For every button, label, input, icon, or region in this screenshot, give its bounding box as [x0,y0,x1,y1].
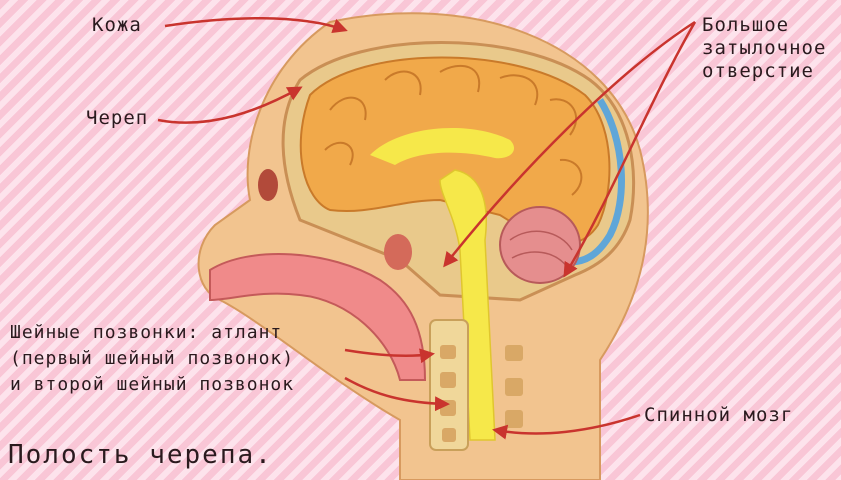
arrow-skin [165,18,345,30]
pituitary-region [384,234,412,270]
label-skull: Череп [86,107,148,130]
label-foramen-magnum: Большое затылочное отверстие [702,14,826,83]
label-skin: Кожа [92,14,142,37]
label-foramen-line-3: отверстие [702,60,826,83]
caption: Полость черепа. [8,440,273,470]
label-vert-line-1: Шейные позвонки: атлант [10,320,294,346]
label-cervical-vertebrae: Шейные позвонки: атлант (первый шейный п… [10,320,294,398]
label-spinal-cord: Спинной мозг [644,404,793,427]
label-foramen-line-1: Большое [702,14,826,37]
label-foramen-line-2: затылочное [702,37,826,60]
label-vert-line-3: и второй шейный позвонок [10,372,294,398]
sinus [258,169,278,201]
label-vert-line-2: (первый шейный позвонок) [10,346,294,372]
